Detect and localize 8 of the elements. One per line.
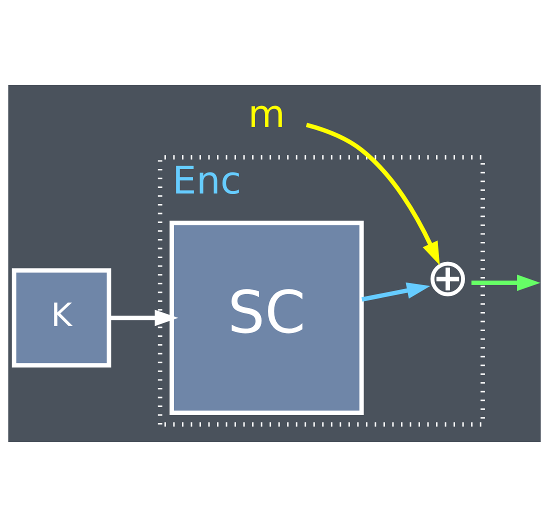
arrow (109, 310, 178, 326)
node-box: SC (170, 220, 364, 415)
node-box: K (12, 268, 112, 368)
node-text: m (248, 92, 286, 136)
node-text: ⊕ (426, 248, 470, 309)
arrow (306, 122, 440, 266)
arrow (471, 274, 540, 292)
arrow (361, 282, 430, 302)
